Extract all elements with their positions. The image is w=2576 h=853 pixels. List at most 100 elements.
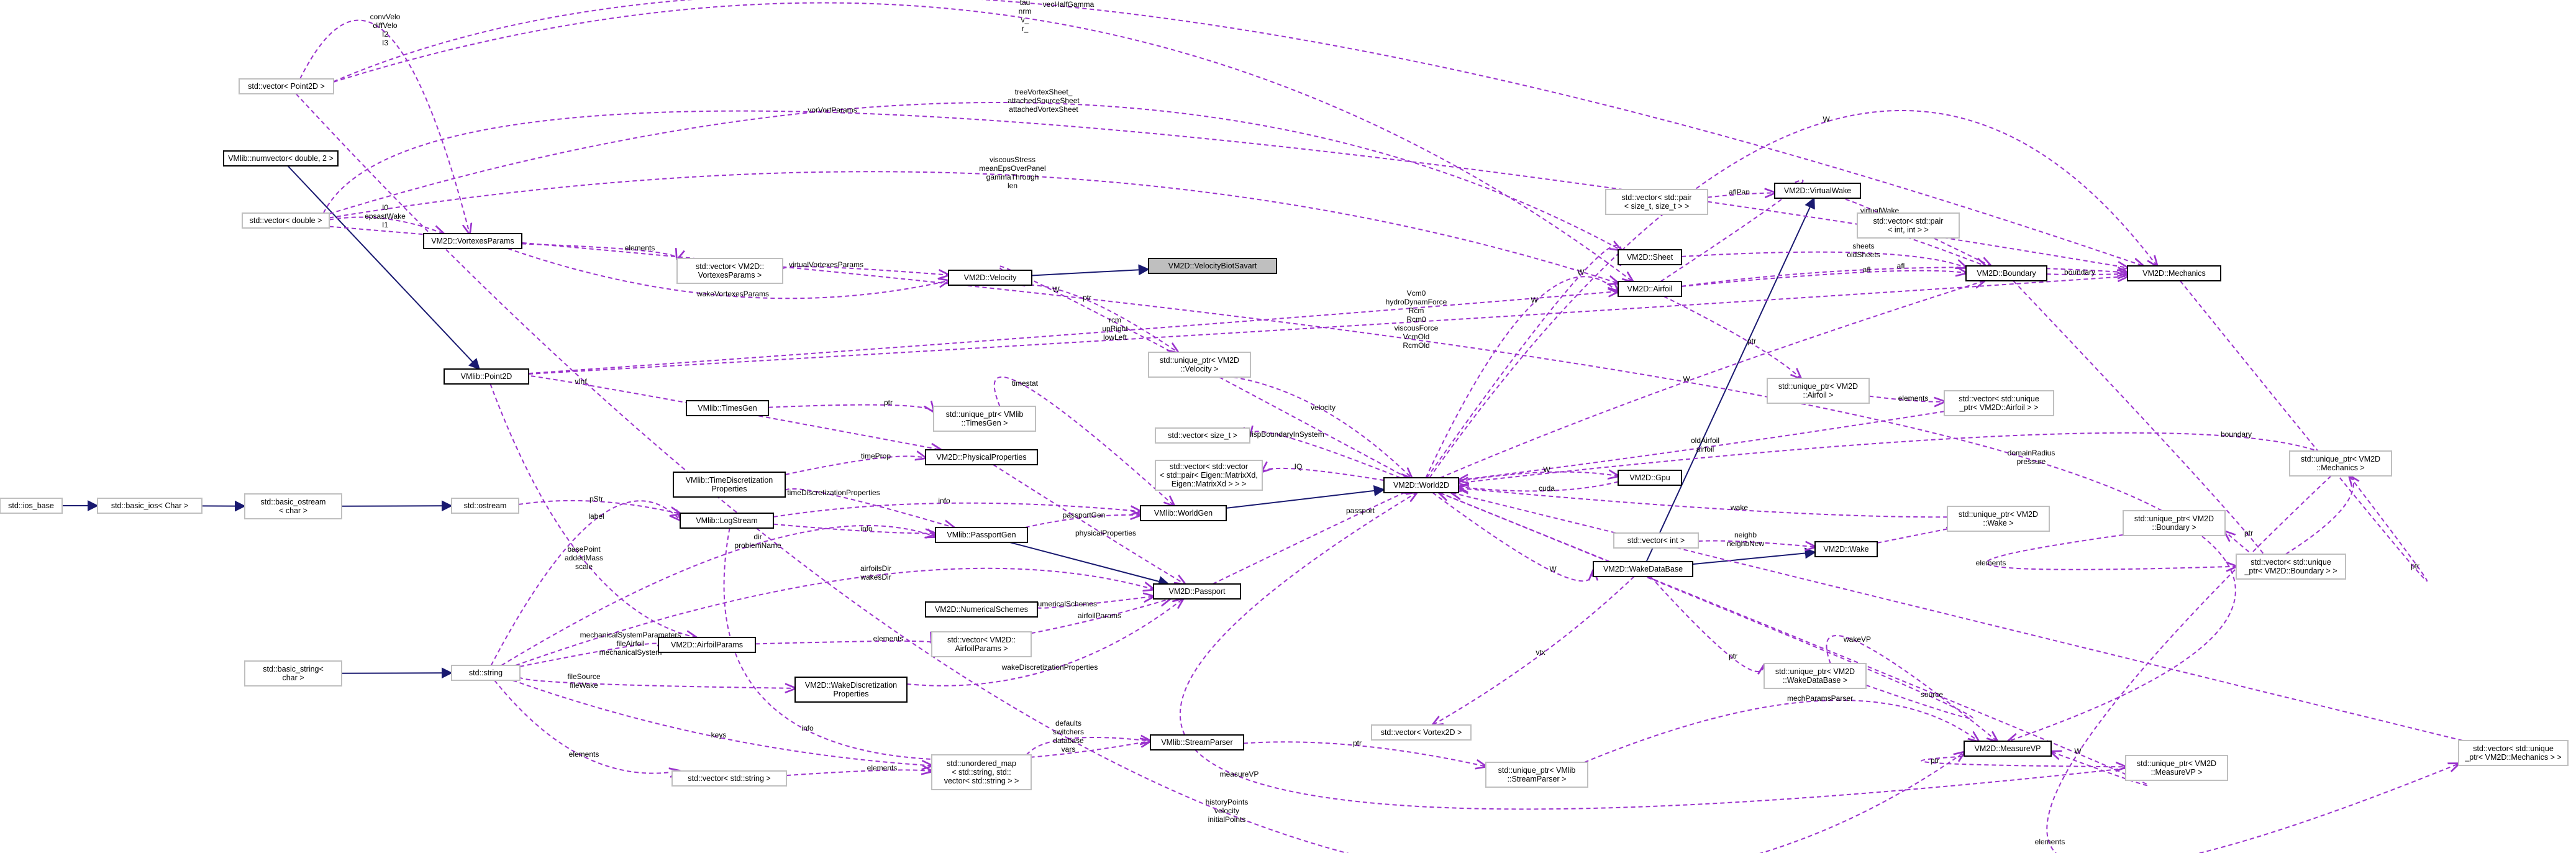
class-node-vecsizet[interactable]: std::vector< size_t >: [1155, 427, 1250, 444]
node-box: [2289, 450, 2392, 477]
class-node-boundary[interactable]: VM2D::Boundary: [1965, 265, 2047, 281]
usage-edge: [1243, 741, 1486, 766]
edge-label: physicalProperties: [1075, 529, 1136, 537]
usage-edge: [501, 525, 935, 666]
node-box: [1140, 505, 1227, 521]
node-label: std::unique_ptr< VMlib: [1498, 766, 1576, 775]
class-node-basicios[interactable]: std::basic_ios< Char >: [97, 498, 203, 514]
class-node-passport[interactable]: VM2D::Passport: [1153, 583, 1241, 600]
edge-label: elements: [625, 244, 655, 252]
class-node-uptrtimesgen[interactable]: std::unique_ptr< VMlib::TimesGen >: [933, 406, 1036, 432]
edge-label: wakeVP: [1843, 635, 1871, 644]
class-node-virtualwake[interactable]: VM2D::VirtualWake: [1774, 183, 1861, 199]
class-node-vecstring[interactable]: std::vector< std::string >: [671, 770, 787, 787]
class-node-mechanics[interactable]: VM2D::Mechanics: [2127, 265, 2221, 281]
class-node-passportgen[interactable]: VMlib::PassportGen: [935, 527, 1028, 543]
class-node-ostream[interactable]: std::ostream: [451, 498, 519, 514]
class-node-uptrboundary[interactable]: std::unique_ptr< VM2D::Boundary >: [2123, 510, 2226, 536]
edge-label: ptr: [2244, 529, 2253, 537]
class-node-uptrwake[interactable]: std::unique_ptr< VM2D::Wake >: [1947, 506, 2050, 532]
node-box: [935, 527, 1028, 543]
node-label: _ptr< VM2D::Boundary > >: [2244, 567, 2337, 575]
class-node-uptrairfoil[interactable]: std::unique_ptr< VM2D::Airfoil >: [1767, 378, 1870, 404]
class-node-gpu[interactable]: VM2D::Gpu: [1618, 470, 1682, 486]
class-node-logstream[interactable]: VMlib::LogStream: [680, 513, 774, 529]
class-node-uptrwakedatabase[interactable]: std::unique_ptr< VM2D::WakeDataBase >: [1764, 663, 1867, 689]
class-node-vecuptrairfoil[interactable]: std::vector< std::unique_ptr< VM2D::Airf…: [1944, 390, 2054, 416]
class-node-wakedatabase[interactable]: VM2D::WakeDataBase: [1593, 561, 1693, 577]
class-node-basicostream[interactable]: std::basic_ostream< char >: [244, 493, 342, 519]
edges-layer: [62, 0, 2463, 853]
class-node-stdstring[interactable]: std::string: [451, 665, 521, 681]
class-node-vecvortexesparams[interactable]: std::vector< VM2D::VortexesParams >: [676, 258, 783, 284]
class-node-world2d[interactable]: VM2D::World2D: [1383, 477, 1459, 493]
class-node-vecairfoilparams[interactable]: std::vector< VM2D::AirfoilParams >: [931, 631, 1032, 657]
edge-label: info: [938, 496, 950, 505]
class-node-iosbase[interactable]: std::ios_base: [0, 498, 63, 514]
class-node-uptrstreamparser[interactable]: std::unique_ptr< VMlib::StreamParser >: [1485, 762, 1588, 788]
node-label: std::unique_ptr< VM2D: [1160, 356, 1239, 365]
class-node-airfoil[interactable]: VM2D::Airfoil: [1618, 281, 1682, 297]
class-node-streamparser[interactable]: VMlib::StreamParser: [1150, 734, 1244, 750]
node-label: VM2D::Mechanics: [2142, 269, 2205, 278]
node-box: [1605, 189, 1708, 215]
class-node-point2d[interactable]: VMlib::Point2D: [444, 368, 529, 385]
class-node-vecpoint2d[interactable]: std::vector< Point2D >: [239, 78, 334, 94]
class-node-vecvortex2d[interactable]: std::vector< Vortex2D >: [1371, 724, 1472, 741]
node-box: [2125, 755, 2228, 781]
class-node-vortexesparams[interactable]: VM2D::VortexesParams: [423, 233, 522, 249]
class-node-vecpairint[interactable]: std::vector< std::pair< int, int > >: [1857, 212, 1960, 239]
node-box: [931, 631, 1032, 657]
class-node-vecuptrboundary[interactable]: std::vector< std::unique_ptr< VM2D::Boun…: [2236, 554, 2346, 580]
class-node-wake[interactable]: VM2D::Wake: [1814, 541, 1878, 557]
edge-label: vInf: [575, 377, 587, 386]
class-node-velocitybs[interactable]: VM2D::VelocityBiotSavart: [1148, 258, 1277, 274]
node-box: [931, 754, 1032, 790]
node-box: [925, 601, 1038, 618]
usage-edge: [1439, 493, 1973, 719]
class-node-numvector[interactable]: VMlib::numvector< double, 2 >: [223, 150, 339, 166]
node-label: VMlib::WorldGen: [1154, 509, 1213, 518]
node-box: [244, 493, 342, 519]
node-label: ::MeasureVP >: [2151, 768, 2203, 777]
edge-label: label: [588, 512, 604, 521]
class-node-vecpairmatrix[interactable]: std::vector< std::vector< std::pair< Eig…: [1155, 460, 1263, 491]
node-label: < std::pair< Eigen::MatrixXd,: [1160, 471, 1258, 480]
node-box: [925, 449, 1038, 465]
class-node-numschemes[interactable]: VM2D::NumericalSchemes: [925, 601, 1038, 618]
class-node-physprops[interactable]: VM2D::PhysicalProperties: [925, 449, 1038, 465]
node-label: std::vector< size_t >: [1168, 431, 1237, 440]
class-node-timesgen[interactable]: VMlib::TimesGen: [686, 400, 769, 416]
class-node-basicstring[interactable]: std::basic_string<char >: [244, 660, 342, 687]
class-node-vecdouble[interactable]: std::vector< double >: [242, 212, 330, 229]
class-node-measurevp[interactable]: VM2D::MeasureVP: [1964, 741, 2052, 757]
class-node-vecpairsizet[interactable]: std::vector< std::pair< size_t, size_t >…: [1605, 189, 1708, 215]
node-label: _ptr< VM2D::Airfoil > >: [1959, 403, 2039, 412]
usage-edge: [723, 527, 1150, 761]
class-node-vecint[interactable]: std::vector< int >: [1613, 532, 1699, 549]
node-label: std::vector< std::string >: [688, 774, 770, 783]
class-node-uptrmechanics[interactable]: std::unique_ptr< VM2D::Mechanics >: [2289, 450, 2392, 477]
node-box: [1947, 506, 2050, 532]
class-node-velocity[interactable]: VM2D::Velocity: [948, 270, 1032, 286]
node-box: [451, 498, 519, 514]
node-label: VM2D::MeasureVP: [1975, 744, 2041, 753]
class-node-airfoilparams[interactable]: VM2D::AirfoilParams: [658, 637, 756, 653]
node-label: std::unique_ptr< VM2D: [1778, 382, 1858, 391]
class-node-vecuptrmechanics[interactable]: std::vector< std::unique_ptr< VM2D::Mech…: [2458, 740, 2569, 766]
class-node-worldgen[interactable]: VMlib::WorldGen: [1140, 505, 1227, 521]
edge-label: W: [1549, 565, 1557, 573]
class-node-unorderedmap[interactable]: std::unordered_map< std::string, std::ve…: [931, 754, 1032, 790]
node-label: VortexesParams >: [698, 271, 762, 280]
edge-label: ptr: [1747, 337, 1756, 345]
class-node-uptrmeasurevp[interactable]: std::unique_ptr< VM2D::MeasureVP >: [2125, 755, 2228, 781]
node-label: VMlib::PassportGen: [947, 531, 1016, 539]
class-node-sheet[interactable]: VM2D::Sheet: [1618, 249, 1682, 265]
class-node-uptrvelocity[interactable]: std::unique_ptr< VM2D::Velocity >: [1148, 352, 1251, 378]
